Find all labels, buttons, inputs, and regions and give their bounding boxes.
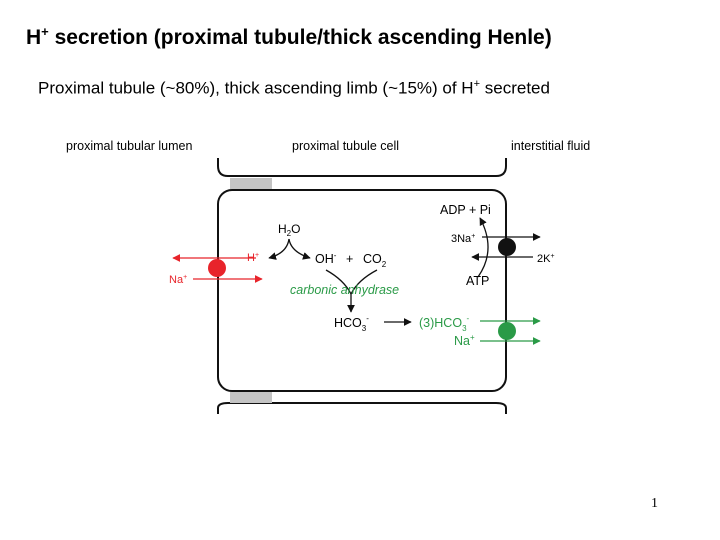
tight-junction-top [230,178,272,190]
enzyme-label: carbonic anhydrase [290,283,399,297]
upper-cell-outline [217,158,507,177]
water-label: H2O [278,222,300,238]
plus-sign: + [346,252,353,266]
k2-label: 2K+ [537,253,555,265]
h-ion-label: H+ [247,252,259,264]
page-number: 1 [651,496,658,511]
adp-pi-label: ADP + Pi [440,203,491,217]
atp-label: ATP [466,274,489,288]
merge-arrow-right [350,269,378,295]
tight-junction-bottom [230,391,272,403]
co2-label: CO2 [363,252,387,269]
region-label-lumen: proximal tubular lumen [66,139,192,153]
lower-cell-outline [217,402,507,414]
na-h-exchanger [208,259,226,277]
slide-subtitle: Proximal tubule (~80%), thick ascending … [38,78,550,98]
region-label-interstitial: interstitial fluid [511,139,590,153]
atp-hydrolysis-arrow [477,217,489,278]
proximal-tubule-cell-membrane [217,189,507,392]
na-hco3-cotransporter [498,322,516,340]
region-label-cell: proximal tubule cell [292,139,399,153]
merge-arrow-left [325,269,352,295]
slide-title: H+ secretion (proximal tubule/thick asce… [26,24,552,49]
water-split-oh-arrow [288,238,311,260]
water-split-h-arrow [268,238,290,260]
na3-label: 3Na+ [451,233,475,245]
bicarbonate-label: HCO3- [334,314,369,333]
hydroxide-label: OH- [315,251,337,266]
na-ion-apical-label: Na+ [169,274,187,286]
na-cotransport-label: Na+ [454,333,475,348]
na-k-atpase-pump [498,238,516,256]
hco3-cotransport-label: (3)HCO3- [419,314,470,333]
